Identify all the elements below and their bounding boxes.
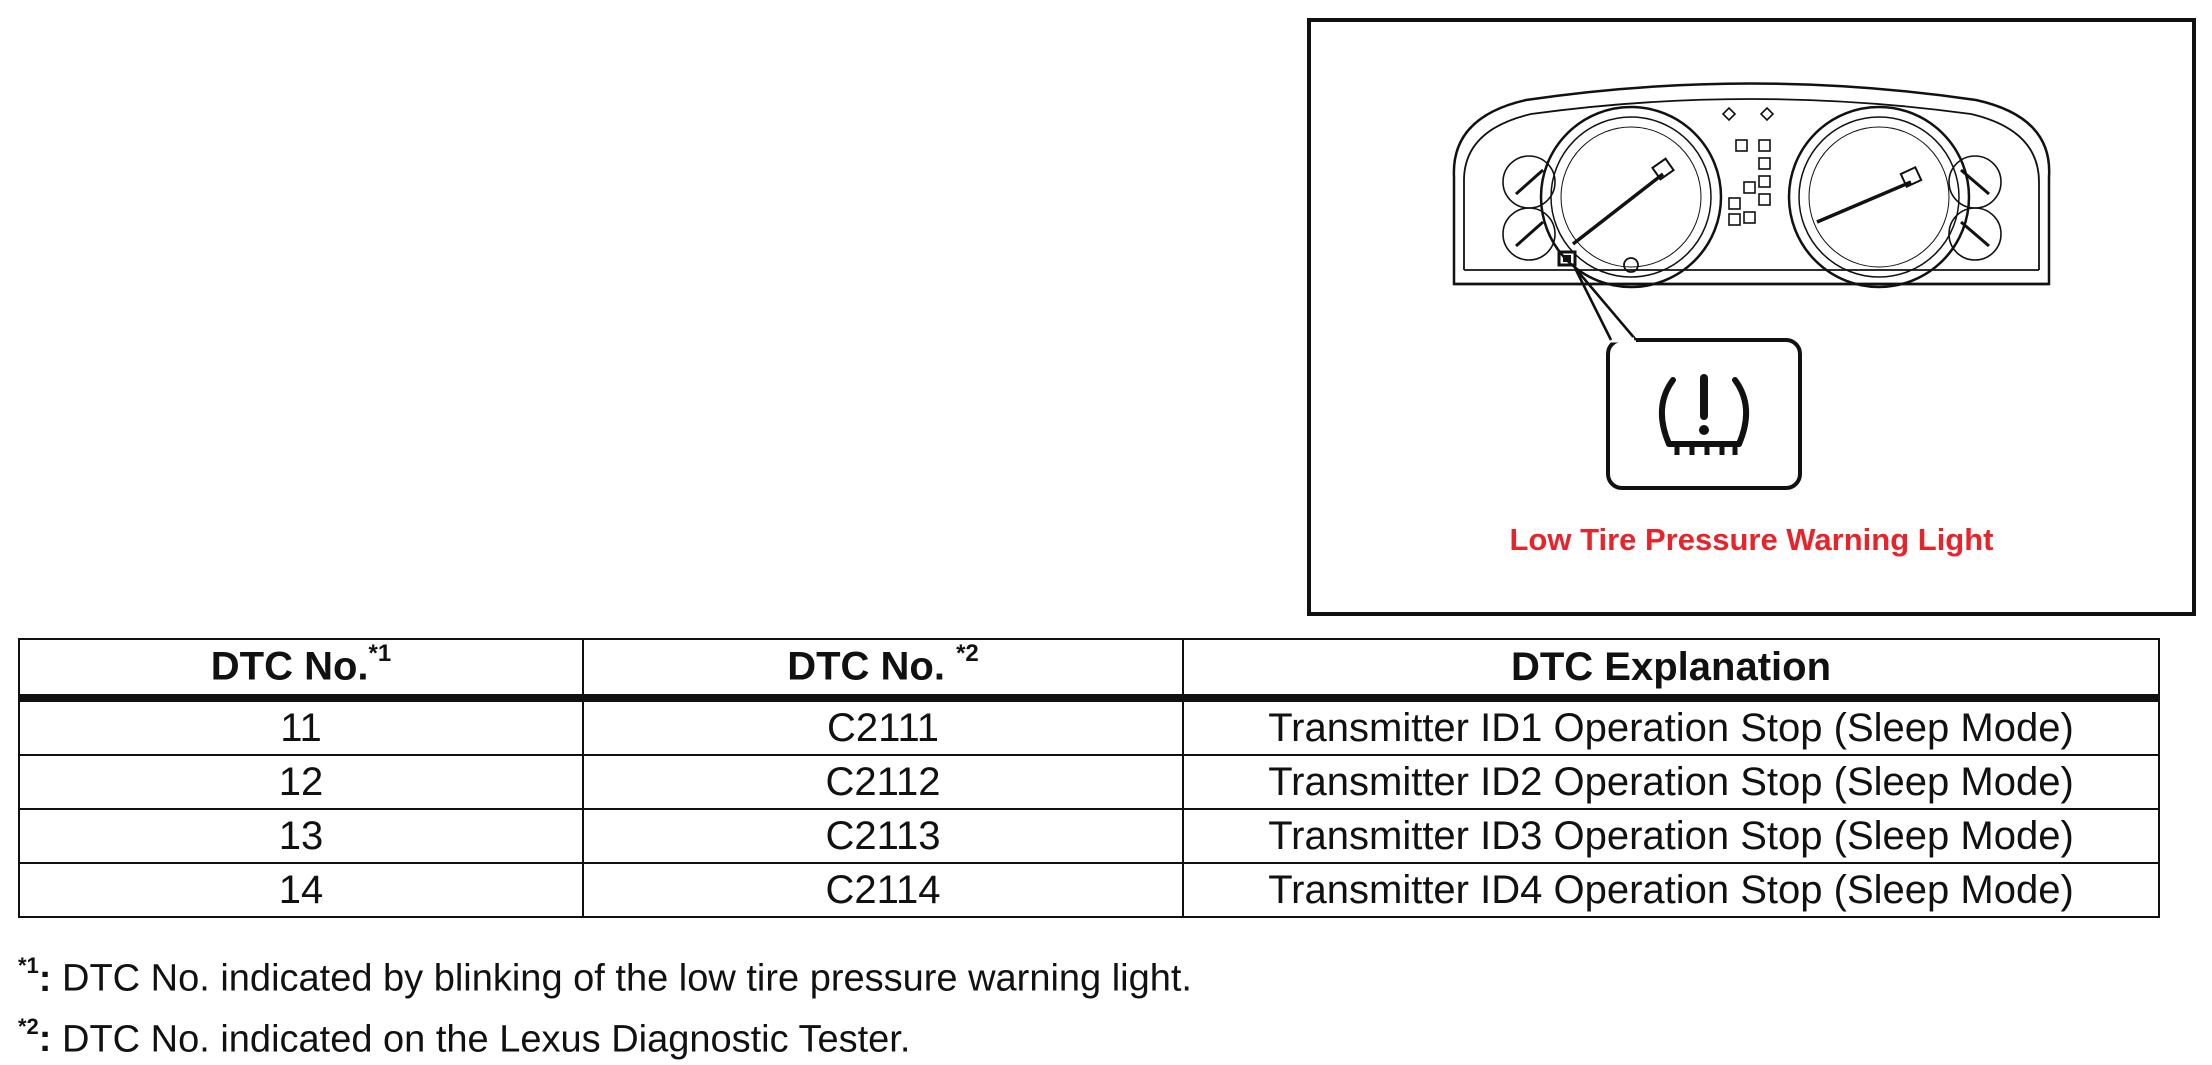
footnote-mark-1: *1: <box>18 953 52 1000</box>
header-dtc-no-1: DTC No.*1 <box>18 638 584 702</box>
table-row: 12 C2112 Transmitter ID2 Operation Stop … <box>18 754 2160 810</box>
dtc-explanation: Transmitter ID1 Operation Stop (Sleep Mo… <box>1182 697 2160 756</box>
table-row: 11 C2111 Transmitter ID1 Operation Stop … <box>18 697 2160 756</box>
header-dtc-no-2: DTC No. *2 <box>582 638 1184 702</box>
footnotes: *1: DTC No. indicated by blinking of the… <box>18 944 1192 1065</box>
dtc-tester-code: C2112 <box>582 754 1184 810</box>
footnote-mark-2: *2: <box>18 1013 52 1061</box>
footnote-1: *1: DTC No. indicated by blinking of the… <box>18 944 1192 1005</box>
footnote-text-1: DTC No. indicated by blinking of the low… <box>51 957 1192 1000</box>
instrument-cluster-illustration <box>1452 82 2051 490</box>
table-row: 13 C2113 Transmitter ID3 Operation Stop … <box>18 808 2160 864</box>
dtc-tester-code: C2113 <box>582 808 1184 864</box>
dtc-blink-code: 13 <box>18 808 584 864</box>
table-header-row: DTC No.*1 DTC No. *2 DTC Explanation <box>18 638 2160 702</box>
dtc-table: DTC No.*1 DTC No. *2 DTC Explanation 11 … <box>18 638 2160 918</box>
dtc-explanation: Transmitter ID4 Operation Stop (Sleep Mo… <box>1182 862 2160 918</box>
dtc-blink-code: 14 <box>18 862 584 918</box>
table-row: 14 C2114 Transmitter ID4 Operation Stop … <box>18 862 2160 918</box>
tire-pressure-warning-icon <box>1606 337 1802 490</box>
dtc-blink-code: 11 <box>18 697 584 756</box>
dtc-explanation: Transmitter ID2 Operation Stop (Sleep Mo… <box>1182 754 2160 810</box>
footnote-text-2: DTC No. indicated on the Lexus Diagnosti… <box>51 1018 911 1061</box>
instrument-cluster-icon <box>1452 82 2051 342</box>
dtc-tester-code: C2111 <box>582 697 1184 756</box>
footnote-2: *2: DTC No. indicated on the Lexus Diagn… <box>18 1005 1192 1065</box>
dtc-explanation: Transmitter ID3 Operation Stop (Sleep Mo… <box>1182 808 2160 864</box>
warning-light-caption: Low Tire Pressure Warning Light <box>1509 522 1994 557</box>
header-dtc-explanation: DTC Explanation <box>1182 638 2160 702</box>
dtc-blink-code: 12 <box>18 754 584 810</box>
dtc-tester-code: C2114 <box>582 862 1184 918</box>
illustration-panel: Low Tire Pressure Warning Light <box>1307 18 2196 616</box>
